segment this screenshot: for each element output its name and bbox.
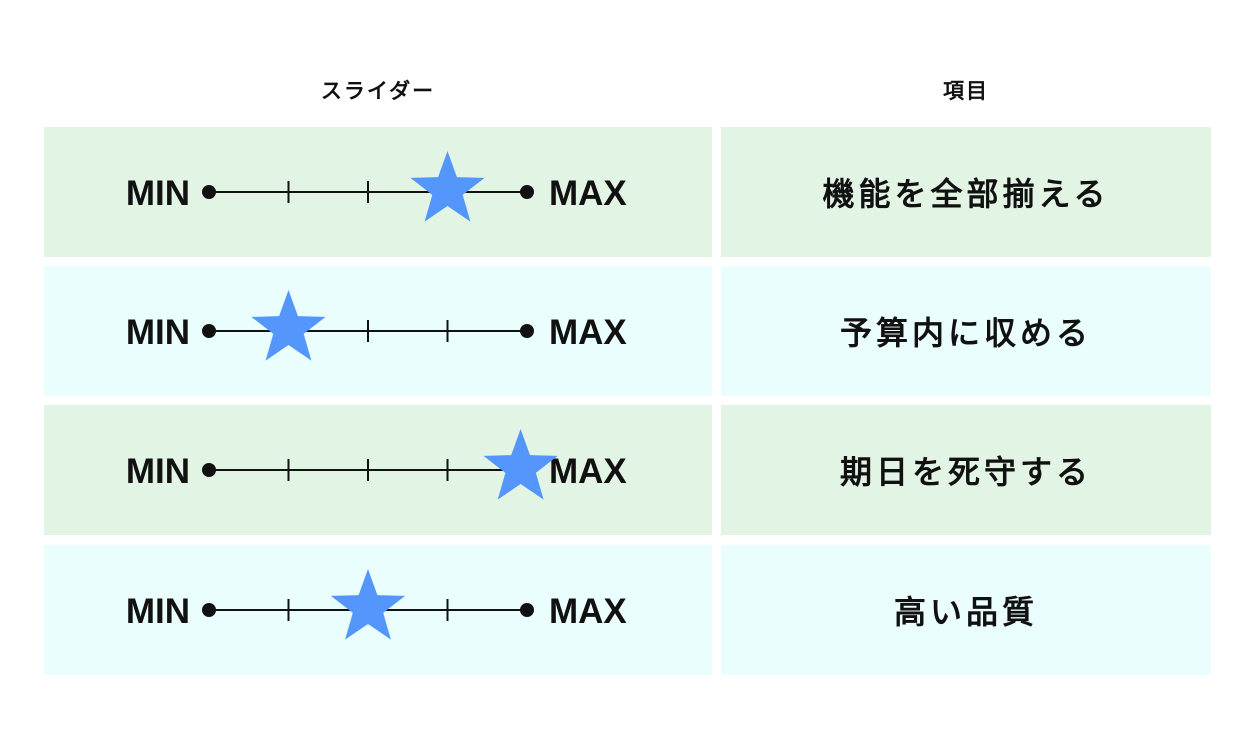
slider-row-2: MIN MAX: [44, 266, 712, 396]
item-row-4: 高い品質: [721, 545, 1211, 675]
slider-column-header: スライダー: [320, 79, 436, 103]
slider-graphic: MIN MAX: [126, 151, 627, 222]
slider-max-label: MAX: [549, 313, 627, 352]
slider-row-1: MIN MAX: [44, 127, 712, 257]
slider-min-label: MIN: [126, 174, 190, 213]
slider-max-label: MAX: [549, 174, 627, 213]
slider-start-dot: [202, 324, 216, 338]
item-label: 機能を全部揃える: [822, 175, 1110, 213]
slider-min-label: MIN: [126, 452, 190, 491]
slider-row-4: MIN MAX: [44, 545, 712, 675]
slider-min-label: MIN: [126, 592, 190, 631]
slider-graphic: MIN MAX: [126, 569, 627, 640]
item-label: 予算内に収める: [839, 314, 1092, 352]
slider-star-icon: [330, 569, 406, 640]
item-row-3: 期日を死守する: [721, 405, 1211, 535]
item-row-1: 機能を全部揃える: [721, 127, 1211, 257]
slider-star-icon: [483, 429, 558, 500]
slider-graphic: MIN MAX: [126, 429, 627, 500]
item-column-header: 項目: [943, 79, 989, 103]
slider-start-dot: [202, 463, 216, 477]
item-row-2: 予算内に収める: [721, 266, 1211, 396]
slider-min-label: MIN: [126, 313, 190, 352]
slider-end-dot: [520, 324, 534, 338]
item-label: 高い品質: [893, 593, 1038, 631]
slider-max-label: MAX: [549, 592, 627, 631]
slider-star-icon: [410, 151, 485, 222]
slider-end-dot: [520, 185, 534, 199]
slider-max-label: MAX: [549, 452, 627, 491]
slider-star-icon: [251, 290, 326, 361]
slider-start-dot: [202, 603, 216, 617]
slider-row-3: MIN MAX: [44, 405, 712, 535]
slider-graphic: MIN MAX: [126, 290, 627, 361]
item-label: 期日を死守する: [839, 453, 1092, 491]
slider-end-dot: [520, 603, 534, 617]
slider-start-dot: [202, 185, 216, 199]
